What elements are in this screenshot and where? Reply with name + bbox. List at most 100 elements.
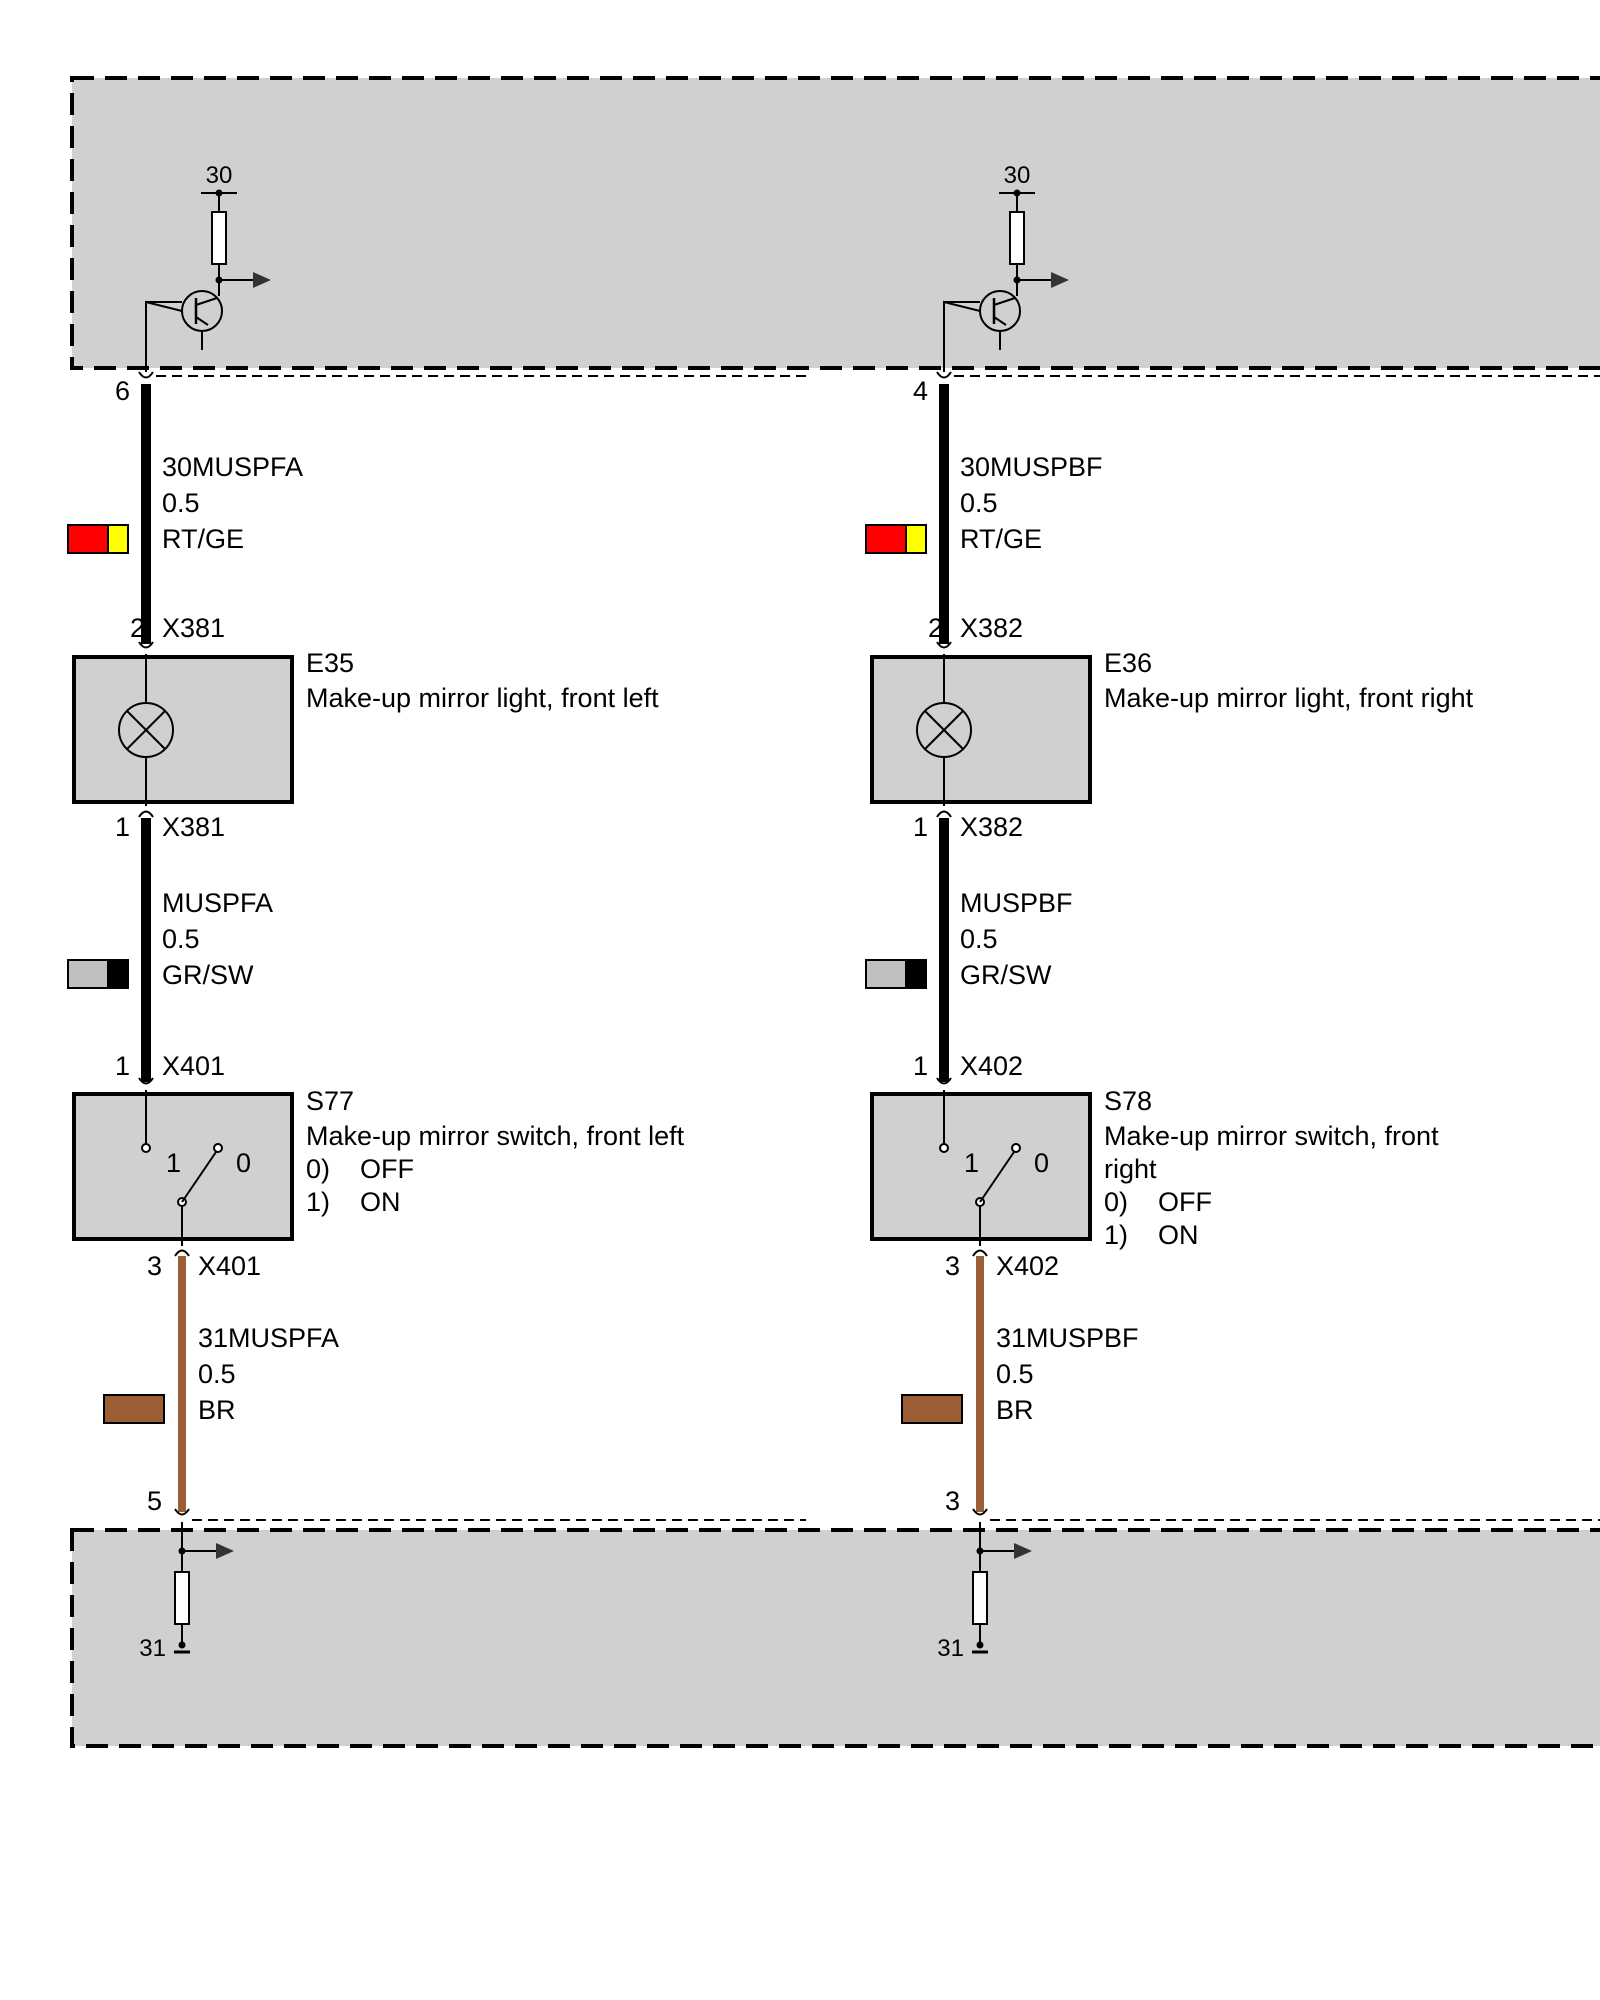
switch-pin-out: 3: [147, 1251, 162, 1281]
wire-1-color-swatch-stripe: [905, 524, 927, 554]
switch-state-key: 0): [1104, 1187, 1128, 1217]
switch-pin-in: 1: [115, 1051, 130, 1081]
terminal-30-label: 30: [206, 162, 233, 189]
wire-1-color-swatch-stripe: [107, 524, 129, 554]
lamp-connector-out: [138, 810, 154, 818]
wire-2-color-swatch-primary: [865, 959, 907, 989]
switch-contact-0: [213, 1143, 223, 1153]
terminal-30-label: 30: [1004, 162, 1031, 189]
pulldown-resistor: [174, 1571, 190, 1625]
pullup-resistor: [211, 211, 227, 265]
switch-contact-0: [1011, 1143, 1021, 1153]
lamp-connector-out-label: X382: [960, 812, 1023, 842]
switch-state-value: ON: [360, 1187, 401, 1217]
lamp-connector-out-label: X381: [162, 812, 225, 842]
switch-state-value: ON: [1158, 1220, 1199, 1250]
lamp-description: Make-up mirror light, front left: [306, 683, 659, 713]
switch-state-value: OFF: [360, 1154, 414, 1184]
wire-2-color-swatch-stripe: [905, 959, 927, 989]
switch-pos-1-label: 1: [166, 1148, 181, 1178]
ground-node: [178, 1641, 186, 1649]
switch-description-line: Make-up mirror switch, front left: [306, 1121, 685, 1151]
lamp-pin-out: 1: [115, 812, 130, 842]
switch-contact-1: [939, 1143, 949, 1153]
lamp-code: E35: [306, 648, 354, 678]
wire-2-color: GR/SW: [960, 960, 1052, 990]
switch-state-key: 1): [1104, 1220, 1128, 1250]
lamp-description: Make-up mirror light, front right: [1104, 683, 1474, 713]
lamp-connector-in-label: X381: [162, 613, 225, 643]
connector-top-pin: [138, 371, 154, 379]
switch-code: S77: [306, 1086, 354, 1116]
lamp-box: [72, 655, 294, 804]
top-pin-label: 4: [913, 376, 928, 406]
sense-arrow-head: [253, 272, 271, 288]
lamp-pin-out: 1: [913, 812, 928, 842]
ground-sense-arrow-head: [216, 1543, 234, 1559]
transistor-emitter: [993, 316, 1007, 326]
lamp-connector-in: [138, 641, 154, 649]
wire-1-color-swatch-primary: [67, 524, 109, 554]
wire-2-name: MUSPFA: [162, 888, 273, 918]
switch-state-value: OFF: [1158, 1187, 1212, 1217]
top-pin-label: 6: [115, 376, 130, 406]
lamp-pin-in: 2: [130, 613, 145, 643]
wire-2-color-swatch-stripe: [107, 959, 129, 989]
switch-state-key: 1): [306, 1187, 330, 1217]
terminal-31-label: 31: [139, 1635, 166, 1662]
wire-1-color: RT/GE: [162, 524, 244, 554]
switch-lever: [181, 1151, 217, 1203]
ground-node: [976, 1641, 984, 1649]
connector-bottom-pin: [174, 1508, 190, 1516]
switch-connector-in: [138, 1077, 154, 1085]
wire-3-name: 31MUSPFA: [198, 1323, 339, 1353]
sense-arrow-head: [1051, 272, 1069, 288]
wire-1-size: 0.5: [960, 488, 998, 518]
wire-2-size: 0.5: [960, 924, 998, 954]
switch-connector-out: [972, 1249, 988, 1257]
switch-connector-out-label: X401: [198, 1251, 261, 1281]
lamp-connector-out: [936, 810, 952, 818]
wire-1-name: 30MUSPFA: [162, 452, 303, 482]
lamp-pin-in: 2: [928, 613, 943, 643]
bottom-pin-label: 5: [147, 1486, 162, 1516]
wire-3-size: 0.5: [198, 1359, 236, 1389]
switch-pos-1-label: 1: [964, 1148, 979, 1178]
terminal-31-label: 31: [937, 1635, 964, 1662]
wire-2-size: 0.5: [162, 924, 200, 954]
pullup-resistor: [1009, 211, 1025, 265]
wire-1-color-swatch-primary: [865, 524, 907, 554]
wire-3-color-swatch: [901, 1394, 963, 1424]
switch-pin-out: 3: [945, 1251, 960, 1281]
switch-description-line: right: [1104, 1154, 1157, 1184]
switch-connector-in-label: X402: [960, 1051, 1023, 1081]
switch-contact-1: [141, 1143, 151, 1153]
wire-2-color-swatch-primary: [67, 959, 109, 989]
connector-top-pin: [936, 371, 952, 379]
lamp-connector-in: [936, 641, 952, 649]
ground-sense-arrow-head: [1014, 1543, 1032, 1559]
lamp-cross-b: [924, 710, 964, 750]
switch-pos-0-label: 0: [236, 1148, 251, 1178]
wire-1-name: 30MUSPBF: [960, 452, 1103, 482]
wire-3-color: BR: [996, 1395, 1034, 1425]
switch-state-key: 0): [306, 1154, 330, 1184]
lamp-code: E36: [1104, 648, 1152, 678]
wire-3-name: 31MUSPBF: [996, 1323, 1139, 1353]
switch-description-line: Make-up mirror switch, front: [1104, 1121, 1439, 1151]
transistor-emitter: [195, 316, 209, 326]
switch-lever: [979, 1151, 1015, 1203]
wire-3-color-swatch: [103, 1394, 165, 1424]
pulldown-resistor: [972, 1571, 988, 1625]
wire-2-color: GR/SW: [162, 960, 254, 990]
switch-connector-in: [936, 1077, 952, 1085]
switch-connector-out: [174, 1249, 190, 1257]
bottom-pin-label: 3: [945, 1486, 960, 1516]
upper-control-module: [70, 76, 1600, 370]
switch-connector-out-label: X402: [996, 1251, 1059, 1281]
lower-control-module: [70, 1528, 1600, 1748]
transistor-collector: [993, 297, 1016, 306]
switch-pin-in: 1: [913, 1051, 928, 1081]
